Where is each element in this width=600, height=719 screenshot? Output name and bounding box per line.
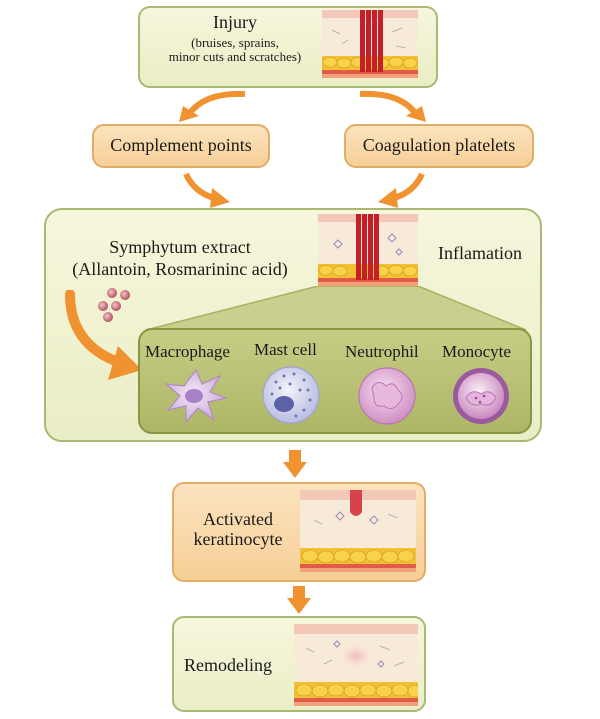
molecule-dots-icon (98, 288, 130, 322)
complement-points-label: Complement points (110, 135, 252, 155)
arrow-inflammation-to-keratinocyte (283, 450, 307, 478)
arrow-injury-to-complement (179, 90, 246, 122)
monocyte-icon (453, 368, 509, 424)
remodeling-skin-illustration (294, 624, 418, 706)
arrow-keratinocyte-to-remodeling (287, 586, 311, 614)
macrophage-icon (164, 368, 228, 424)
coagulation-platelets-box (344, 124, 534, 168)
arrow-injury-to-coagulation (359, 90, 426, 122)
mast-cell-icon (262, 366, 320, 424)
arrow-coagulation-to-inflammation (378, 172, 425, 208)
arrow-complement-to-inflammation (183, 172, 230, 208)
neutrophil-label: Neutrophil (345, 342, 419, 361)
remodeling-label: Remodeling (184, 655, 272, 675)
symphytum-extract-title: Symphytum extract (109, 237, 251, 257)
complement-points-box (92, 124, 270, 168)
symphytum-extract-components: (Allantoin, Rosmarininc acid) (72, 259, 288, 279)
injury-subtitle: (bruises, sprains, minor cuts and scratc… (168, 35, 302, 65)
coagulation-platelets-label: Coagulation platelets (362, 135, 516, 155)
mast-cell-label: Mast cell (254, 340, 317, 359)
keratinocyte-skin-illustration (300, 490, 416, 572)
injury-title: Injury (213, 12, 257, 32)
activated-keratinocyte-label: Activated keratinocyte (193, 509, 283, 549)
neutrophil-icon (358, 367, 416, 425)
inflammation-skin-illustration (318, 214, 418, 286)
inflammation-label: Inflamation (438, 243, 522, 263)
arrow-extract-to-cells (65, 290, 142, 380)
macrophage-label: Macrophage (145, 342, 230, 361)
monocyte-label: Monocyte (442, 342, 511, 361)
injury-skin-illustration (322, 10, 418, 78)
